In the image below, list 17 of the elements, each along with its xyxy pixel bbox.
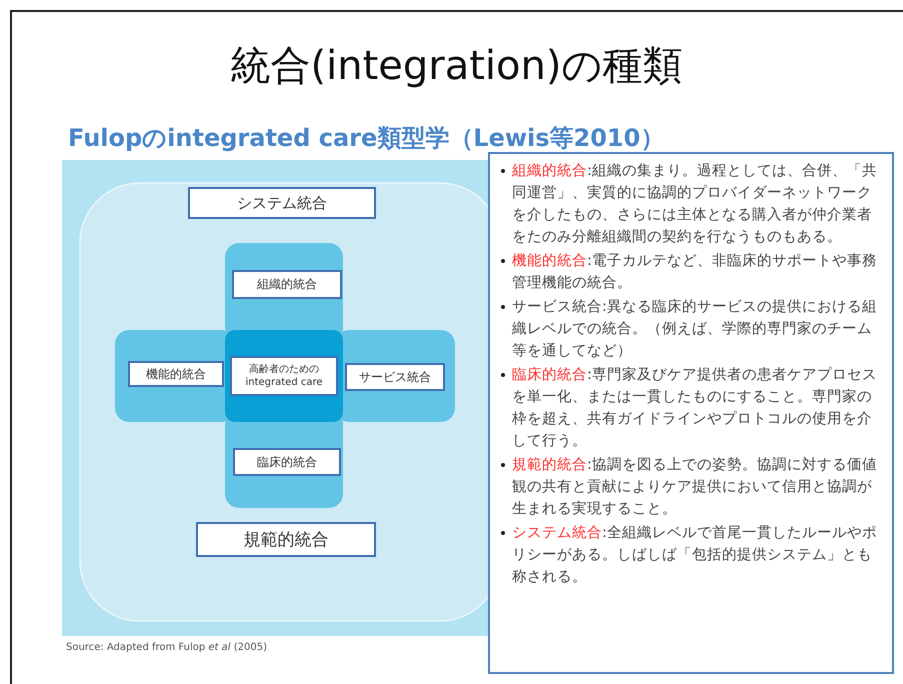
bullet-text: システム統合:全組織レベルで首尾一貫したルールやポリシーがある。しばしば「包括的提供システム」とも称される。 — [500, 522, 882, 588]
text-panel — [488, 152, 894, 674]
label-box: システム統合 — [188, 187, 376, 219]
bullet-text: サービス統合:異なる臨床的サービスの提供における組織レベルでの統合。（例えば、学際的専門家のチーム等を通してなど） — [500, 296, 882, 362]
label-box: 高齢者のための integrated care — [230, 356, 338, 396]
bullet-text: 臨床的統合:専門家及びケア提供者の患者ケアプロセスを単一化、または一貫したものにすること。専門家の枠を超え、共有ガイドラインやプロトコルの使用を介して行う。 — [500, 364, 882, 452]
bullet-text: 規範的統合:協調を図る上での姿勢。協調に対する価値観の共有と貢献によりケア提供において信用と協調が生まれる実現すること。 — [500, 454, 882, 520]
label-box: 規範的統合 — [196, 522, 376, 557]
source-note: Source: Adapted from Fulop et al (2005) — [66, 642, 268, 653]
label-box: 機能的統合 — [128, 361, 224, 387]
slide-title: 統合(integration)の種類 — [230, 42, 684, 91]
bullet-text: 組織的統合:組織の集まり。過程としては、合併、「共同運営」、実質的に協調的プロバイダーネットワークを介したもの、さらには主体となる購入者が仲介業者をたのみ分離組織間の契約を行なうものもある。 — [500, 160, 882, 248]
bullet-text: 機能的統合:電子カルテなど、非臨床的サポートや事務管理機能の統合。 — [500, 250, 882, 294]
label-box: サービス統合 — [345, 363, 445, 391]
subtitle: Fulopのintegrated care類型学（Lewis等2010） — [68, 123, 664, 154]
label-box: 組織的統合 — [232, 270, 342, 299]
label-box: 臨床的統合 — [233, 448, 341, 476]
